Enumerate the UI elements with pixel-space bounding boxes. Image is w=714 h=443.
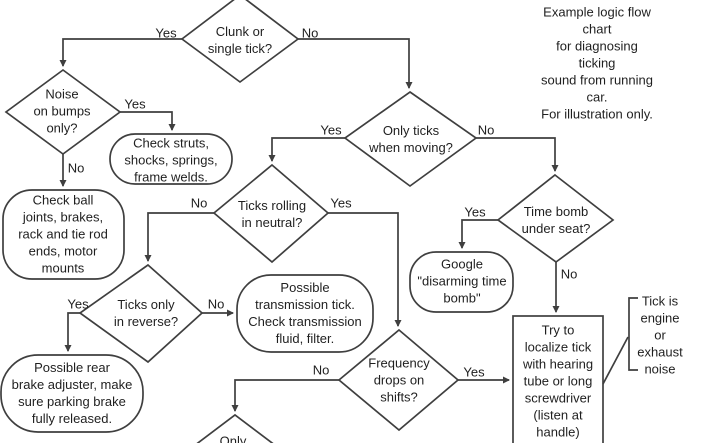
edge-label-only-ticks-yes: Yes bbox=[320, 122, 342, 138]
node-label-possible-transmission: Possible transmission tick. Check transm… bbox=[248, 280, 362, 346]
node-label-possible-rear-brake: Possible rear brake adjuster, make sure … bbox=[11, 360, 133, 426]
note-leader-line bbox=[602, 336, 629, 385]
edge-label-only-ticks-no: No bbox=[477, 122, 495, 138]
node-label-try-to-localize: Try to localize tick with hearing tube o… bbox=[522, 322, 594, 440]
edge-label-clunk-yes: Yes bbox=[155, 25, 177, 41]
node-label-noise-on-bumps: Noise on bumps only? bbox=[33, 86, 91, 136]
node-label-ticks-rolling-in-neutral: Ticks rolling in neutral? bbox=[237, 198, 307, 230]
chart-title: Example logic flow chart for diagnosing … bbox=[540, 4, 653, 122]
diamond-only-partial bbox=[196, 413, 274, 443]
edge-time-bomb-yes-to-google bbox=[458, 219, 498, 249]
edge-only-ticks-yes-to-ticks-rolling bbox=[268, 137, 345, 162]
node-label-ticks-only-in-reverse: Ticks only in reverse? bbox=[113, 297, 179, 329]
diamond-only-ticks-when-moving bbox=[343, 90, 478, 188]
node-label-only-ticks-when-moving: Only ticks when moving? bbox=[369, 123, 453, 155]
edge-label-ticks-rolling-yes: Yes bbox=[330, 195, 352, 211]
diamond-ticks-rolling-in-neutral bbox=[212, 163, 330, 264]
node-label-only-partial: Only bbox=[219, 433, 247, 443]
edge-ticks-rolling-yes-to-frequency bbox=[328, 212, 402, 327]
node-label-google-disarming: Google "disarming time bomb" bbox=[417, 256, 507, 306]
edge-noise-yes-to-check-struts bbox=[120, 111, 176, 131]
node-label-clunk-or-single-tick: Clunk or single tick? bbox=[207, 24, 273, 56]
diamond-clunk-or-single-tick bbox=[180, 0, 300, 84]
node-label-time-bomb-under-seat: Time bomb under seat? bbox=[521, 204, 591, 236]
edge-only-ticks-no-to-time-bomb bbox=[476, 137, 559, 172]
box-check-ball-joints bbox=[2, 189, 125, 280]
edge-label-time-bomb-yes: Yes bbox=[464, 204, 486, 220]
diamond-ticks-only-in-reverse bbox=[78, 263, 204, 364]
edge-ticks-rolling-no-to-ticks-only-reverse bbox=[144, 212, 214, 262]
edge-frequency-no-to-only-partial bbox=[231, 379, 339, 412]
box-possible-transmission bbox=[236, 274, 374, 353]
node-label-check-struts: Check struts, shocks, springs, frame wel… bbox=[124, 135, 218, 185]
edge-label-ticks-only-reverse-no: No bbox=[207, 296, 225, 312]
edge-clunk-yes-to-noise bbox=[59, 38, 182, 67]
note-bracket bbox=[628, 297, 638, 371]
edge-clunk-no-to-only-ticks bbox=[298, 38, 413, 89]
edge-label-frequency-no: No bbox=[312, 362, 330, 378]
node-label-check-ball-joints: Check ball joints, brakes, rack and tie … bbox=[18, 192, 108, 276]
edge-label-ticks-rolling-no: No bbox=[190, 195, 208, 211]
box-google-disarming bbox=[409, 251, 514, 313]
edge-label-ticks-only-reverse-yes: Yes bbox=[67, 296, 89, 312]
edge-label-noise-no: No bbox=[67, 160, 85, 176]
diamond-frequency-drops-on-shifts bbox=[337, 328, 460, 432]
edge-label-time-bomb-no: No bbox=[560, 266, 578, 282]
box-check-struts bbox=[109, 133, 233, 185]
node-label-frequency-drops-on-shifts: Frequency drops on shifts? bbox=[368, 355, 430, 405]
edge-label-frequency-yes: Yes bbox=[463, 364, 485, 380]
box-possible-rear-brake bbox=[0, 354, 144, 433]
edge-label-clunk-no: No bbox=[301, 25, 319, 41]
edge-ticks-only-reverse-yes-to-rear-brake bbox=[64, 312, 80, 352]
box-try-to-localize bbox=[512, 315, 604, 443]
note-label-tick-engine-exhaust: Tick is engine or exhaust noise bbox=[637, 293, 683, 377]
edge-label-noise-yes: Yes bbox=[124, 96, 146, 112]
